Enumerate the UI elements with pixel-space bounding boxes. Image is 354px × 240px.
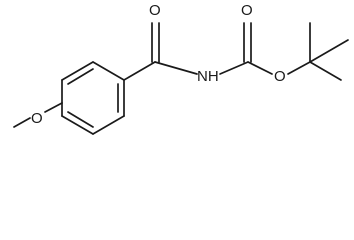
structure-diagram: O O NH O O [13,2,349,135]
ring-double-1 [67,68,94,85]
ring-double-3 [67,111,94,128]
bond-tbu-me3 [309,61,342,81]
ring-bond-2 [61,61,94,81]
ester-oxygen-label: O [274,68,286,85]
bond-aryl-carbonyl [123,61,156,81]
ring-bond-5 [92,115,125,135]
bond-methyl-o [13,117,31,128]
bond-tbu-me2 [309,39,349,63]
carbonyl-oxygen-label: O [149,2,161,19]
bond-carbonyl-n [154,61,198,75]
amide-nh-label: NH [197,68,219,85]
bond-carbamate-ester-o [247,61,273,75]
bond-ester-o-tbu [287,61,311,75]
bond-n-carbamate [219,61,249,75]
ring-bond-3 [92,61,125,81]
bond-o-aryl [44,102,63,113]
carbamate-oxygen-label: O [241,2,253,19]
ring-bond-6 [61,115,94,135]
methoxy-oxygen-label: O [31,110,43,127]
